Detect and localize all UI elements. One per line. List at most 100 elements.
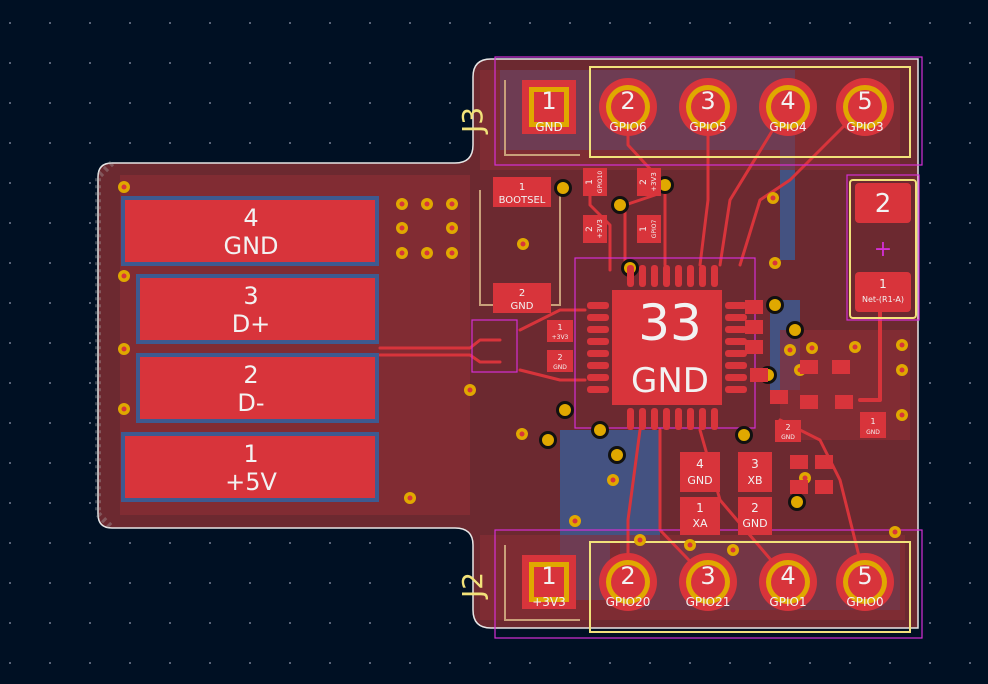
- header-pin-number: 1: [541, 562, 556, 590]
- via-large-ring: [789, 324, 801, 336]
- passive-pad: [745, 340, 763, 354]
- bootsel-pin2-net: GND: [511, 301, 534, 312]
- header-pin-net: GPIO1: [769, 595, 806, 609]
- mcu-pin: [725, 350, 747, 357]
- mcu-pin: [725, 314, 747, 321]
- capacitor-left: 1 +3V3 2 GND: [547, 320, 573, 372]
- mcu-pin: [711, 408, 718, 430]
- passive-pad: [835, 395, 853, 409]
- via-drill: [520, 241, 526, 247]
- crystal-p4-net: GND: [687, 474, 712, 487]
- header-pin-number: 1: [541, 87, 556, 115]
- cap-b-p1-net: GPIO7: [651, 220, 658, 239]
- mcu-pin: [587, 314, 609, 321]
- passive-pad: [790, 455, 808, 469]
- via-drill: [121, 406, 127, 412]
- via-drill: [449, 201, 455, 207]
- via-large-ring: [611, 449, 623, 461]
- passive-pad: [800, 395, 818, 409]
- mcu-pin: [725, 386, 747, 393]
- cap-left-p1-net: +3V3: [552, 334, 569, 341]
- passive-pad: [800, 360, 818, 374]
- usb-pad-number: 2: [243, 361, 258, 389]
- mcu-pin: [725, 374, 747, 381]
- mcu-pin: [675, 265, 682, 287]
- passive-pad: [832, 360, 850, 374]
- usb-pad-number: 1: [243, 440, 258, 468]
- via-drill: [687, 542, 693, 548]
- via-drill: [121, 273, 127, 279]
- via-drill: [899, 412, 905, 418]
- via-drill: [449, 225, 455, 231]
- via-large-ring: [769, 299, 781, 311]
- mcu-pin: [663, 408, 670, 430]
- crystal-p2-net: GND: [742, 517, 767, 530]
- via-drill: [399, 225, 405, 231]
- header-pin-net: +3V3: [532, 595, 566, 609]
- bootsel-switch: 1 BOOTSEL 2 GND: [493, 177, 551, 313]
- passive-pad: [815, 480, 833, 494]
- usb-pad-net: +5V: [225, 468, 277, 496]
- cap-bottom-p2-number: 2: [785, 423, 790, 432]
- passive-pad: [745, 320, 763, 334]
- header-pin-number: 3: [700, 562, 715, 590]
- via-large-ring: [614, 199, 626, 211]
- via-drill: [121, 346, 127, 352]
- usb-pad-net: GND: [223, 232, 278, 260]
- cap-b-p2-net: +3V3: [596, 219, 604, 239]
- silkscreen-outlines: [479, 66, 917, 633]
- crystal-p4-number: 4: [696, 457, 704, 471]
- via-drill: [899, 367, 905, 373]
- via-drill: [449, 250, 455, 256]
- via-drill: [467, 387, 473, 393]
- via-large-ring: [542, 434, 554, 446]
- mcu-pin: [639, 408, 646, 430]
- via-drill: [519, 431, 525, 437]
- crystal-p2-number: 2: [751, 501, 759, 515]
- usb-pad-number: 3: [243, 282, 258, 310]
- cap-a-p2-net: +3V3: [650, 172, 658, 192]
- mcu-pin: [587, 350, 609, 357]
- cap-a-p1-number: 1: [585, 179, 595, 185]
- via-drill: [892, 529, 898, 535]
- crystal-p3-number: 3: [751, 457, 759, 471]
- capacitor-right: 1 GND: [860, 412, 886, 438]
- via-drill: [809, 345, 815, 351]
- led: 2 + 1 Net-(R1-A): [855, 183, 911, 312]
- led-pad2-number: 2: [875, 189, 892, 219]
- via-drill: [121, 184, 127, 190]
- bootsel-pin1-net: BOOTSEL: [499, 195, 546, 206]
- passive-pads: [745, 300, 853, 494]
- via-large-ring: [659, 179, 671, 191]
- mcu-pin: [651, 265, 658, 287]
- cap-right-p1-net: GND: [866, 429, 880, 436]
- mcu-pins: [587, 265, 747, 430]
- header-pin-number: 3: [700, 87, 715, 115]
- cap-right-p1-number: 1: [870, 417, 875, 426]
- header-pin-net: GPIO4: [769, 120, 806, 134]
- header-pin-number: 5: [857, 87, 872, 115]
- mcu-qfn: 33 GND: [587, 265, 747, 430]
- mcu-pin: [725, 326, 747, 333]
- mcu-pin: [687, 408, 694, 430]
- bootsel-pin1-number: 1: [519, 182, 525, 193]
- mcu-pin: [587, 362, 609, 369]
- mcu-pin: [627, 408, 634, 430]
- via-drill: [730, 547, 736, 553]
- mcu-pin: [587, 326, 609, 333]
- header-pin-net: GPIO5: [689, 120, 726, 134]
- capacitor-bottom: 2 GND: [775, 420, 801, 442]
- via-drill: [637, 537, 643, 543]
- mcu-pin: [725, 338, 747, 345]
- cap-left-p1-number: 1: [557, 323, 562, 332]
- via-drill: [802, 475, 808, 481]
- header-pin-number: 2: [620, 87, 635, 115]
